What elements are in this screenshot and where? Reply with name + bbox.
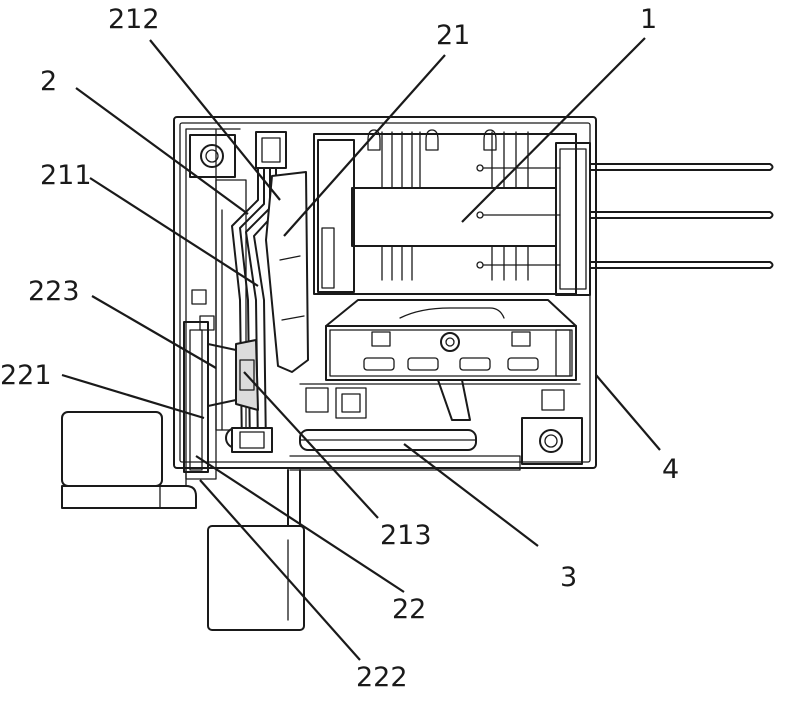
armature-block (325, 299, 577, 421)
label-3: 3 (560, 562, 577, 593)
label-212: 212 (108, 4, 160, 35)
left-wall-pockets (191, 289, 215, 331)
label-21: 21 (436, 20, 470, 51)
label-211: 211 (40, 160, 92, 191)
leader-lines (61, 37, 661, 661)
middle-pockets (299, 383, 581, 419)
label-222: 222 (356, 662, 408, 693)
label-1: 1 (640, 4, 657, 35)
label-223: 223 (28, 276, 80, 307)
housing (173, 116, 597, 480)
reference-numerals: 212 21 1 2 211 223 221 4 213 3 22 222 (0, 4, 679, 693)
label-221: 221 (0, 360, 52, 391)
magnet-block (183, 321, 273, 473)
terminal-pins (589, 163, 774, 269)
bottom-right-boss (521, 389, 583, 465)
label-22: 22 (392, 594, 426, 625)
slider-bar (289, 429, 521, 471)
label-4: 4 (662, 454, 679, 485)
top-left-boss (189, 134, 236, 178)
label-213: 213 (380, 520, 432, 551)
coil-assembly (313, 129, 591, 296)
label-2: 2 (40, 66, 57, 97)
mounting-block-left (61, 411, 197, 509)
